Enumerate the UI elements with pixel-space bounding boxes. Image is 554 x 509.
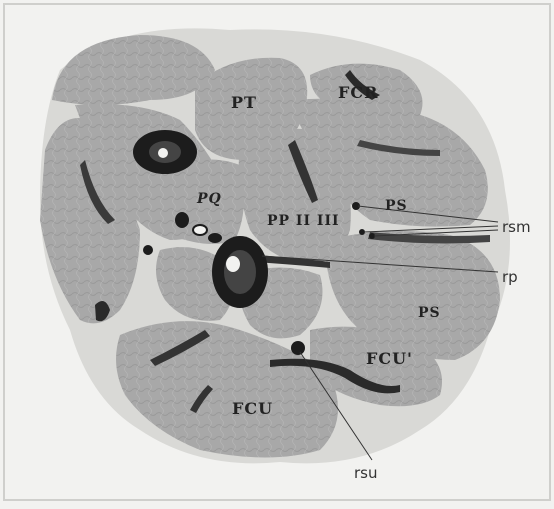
label-rp: rp xyxy=(502,268,518,286)
vessel-2 xyxy=(193,225,207,235)
label-pq: PQ xyxy=(196,191,222,207)
label-ps-upper: PS xyxy=(385,198,408,214)
bone-ulna-canal xyxy=(226,256,240,272)
label-rsm: rsm xyxy=(502,218,531,236)
bone-radius-canal xyxy=(158,148,168,158)
vessel-rsu xyxy=(291,341,305,355)
vessel-4 xyxy=(143,245,153,255)
vessel-3 xyxy=(208,233,222,243)
vessel-1 xyxy=(175,212,189,228)
label-fcu: FCU xyxy=(232,399,273,418)
bone-ulna-marrow xyxy=(224,250,256,294)
label-fcu-prime: FCU' xyxy=(366,349,413,368)
label-ps-lower: PS xyxy=(418,305,441,321)
label-rsu: rsu xyxy=(354,464,378,482)
label-pp: PP II III xyxy=(267,213,340,229)
label-fcr: FCR xyxy=(338,83,378,102)
label-pt: PT xyxy=(231,93,257,112)
